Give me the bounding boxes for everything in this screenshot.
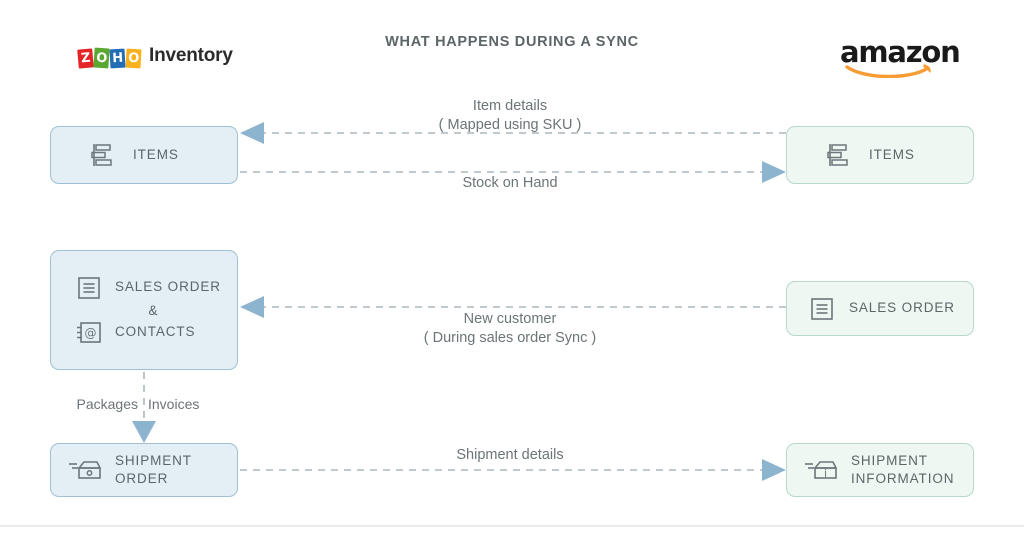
node-shipment-order-left-label: SHIPMENT ORDER (115, 452, 192, 486)
node-items-right[interactable]: ITEMS (786, 126, 974, 184)
zoho-inventory-logo: Z O H O Inventory (77, 42, 233, 70)
node-sales-order-right-label: SALES ORDER (849, 300, 955, 316)
node-conjunction-label: & (148, 302, 158, 318)
document-lines-icon (75, 275, 103, 301)
page-title: WHAT HAPPENS DURING A SYNC (385, 34, 639, 50)
node-items-left[interactable]: ITEMS (50, 126, 238, 184)
connector-label-packages: Packages (76, 396, 138, 412)
arrowhead-left-sales-order (240, 296, 264, 318)
node-shipment-information-right[interactable]: i SHIPMENT INFORMATION (786, 443, 974, 497)
footer-divider (0, 525, 1024, 527)
arrowhead-down-shipment (132, 421, 156, 443)
contacts-row: @ CONTACTS (51, 320, 237, 346)
svg-text:@: @ (85, 326, 97, 340)
node-sales-order-right[interactable]: SALES ORDER (786, 281, 974, 336)
connector-label-new-customer: New customer ( During sales order Sync ) (423, 311, 597, 346)
arrowhead-right-shipment (762, 459, 786, 481)
shipment-box-info-icon: i (803, 457, 839, 483)
node-shipment-information-right-label: SHIPMENT INFORMATION (851, 452, 955, 486)
node-shipment-order-left[interactable]: SHIPMENT ORDER (50, 443, 238, 497)
node-sales-order-contacts-left[interactable]: SALES ORDER & @ CONTACTS (50, 250, 238, 370)
node-items-left-label: ITEMS (133, 146, 179, 162)
connector-label-shipment-details: Shipment details (456, 447, 564, 463)
svg-text:i: i (824, 467, 827, 480)
sales-order-row: SALES ORDER (51, 275, 237, 301)
arrowhead-right-items (762, 161, 786, 183)
connector-label-invoices: Invoices (148, 396, 200, 412)
connector-label-stock-on-hand: Stock on Hand (462, 175, 558, 191)
stacked-bars-icon (89, 142, 115, 168)
address-book-at-icon: @ (75, 320, 103, 346)
document-lines-icon (809, 296, 835, 322)
amazon-smile-icon (845, 64, 931, 78)
node-contacts-left-label: CONTACTS (115, 324, 196, 340)
zoho-product-name: Inventory (149, 45, 233, 66)
node-items-right-label: ITEMS (869, 146, 915, 162)
node-sales-order-left-label: SALES ORDER (115, 279, 221, 295)
arrowhead-left-items (240, 122, 264, 144)
connector-label-item-details: Item details ( Mapped using SKU ) (438, 98, 582, 133)
stacked-bars-icon (825, 142, 851, 168)
shipment-box-icon (67, 457, 103, 483)
